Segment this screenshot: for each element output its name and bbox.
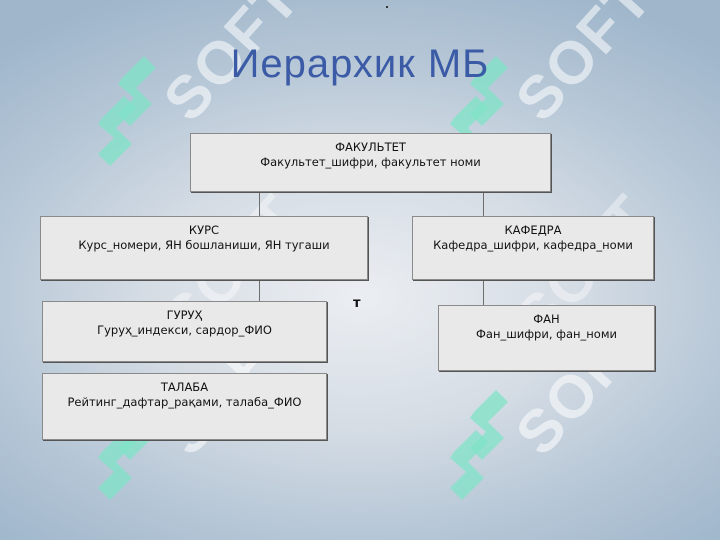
- node-faculty-name: ФАКУЛЬТЕТ: [335, 140, 406, 154]
- node-faculty-fields: Факультет_шифри, факультет номи: [260, 155, 481, 169]
- node-faculty: ФАКУЛЬТЕТ Факультет_шифри, факультет ном…: [190, 133, 551, 192]
- node-department-fields: Кафедра_шифри, кафедра_номи: [433, 238, 633, 252]
- node-subject-name: ФАН: [533, 312, 560, 326]
- node-course-name: КУРС: [188, 223, 220, 237]
- stray-marker: т: [353, 296, 361, 311]
- node-group-name: ГУРУҲ: [166, 308, 203, 322]
- node-subject: ФАН Фан_шифри, фан_номи: [438, 305, 655, 371]
- slide-dot: [386, 6, 388, 8]
- watermark: SOFT: [444, 298, 665, 532]
- node-student: ТАЛАБА Рейтинг_дафтар_рақами, талаба_ФИО: [42, 373, 327, 440]
- node-department-name: КАФЕДРА: [504, 223, 562, 237]
- connector-faculty-course: [259, 192, 260, 216]
- node-department: КАФЕДРА Кафедра_шифри, кафедра_номи: [412, 216, 654, 280]
- node-course-fields: Курс_номери, ЯН бошланиши, ЯН тугаши: [78, 238, 330, 252]
- slide-title: Иерархик МБ: [230, 42, 490, 86]
- node-subject-fields: Фан_шифри, фан_номи: [476, 327, 617, 341]
- node-student-fields: Рейтинг_дафтар_рақами, талаба_ФИО: [67, 395, 302, 409]
- connector-faculty-department: [483, 192, 484, 216]
- node-group: ГУРУҲ Гуруҳ_индекси, сардор_ФИО: [42, 301, 327, 362]
- node-student-name: ТАЛАБА: [160, 380, 209, 394]
- node-course: КУРС Курс_номери, ЯН бошланиши, ЯН тугаш…: [40, 216, 368, 280]
- connector-department-subject: [483, 280, 484, 305]
- watermark-logo-icon: [450, 390, 508, 500]
- connector-course-group: [259, 280, 260, 301]
- node-group-fields: Гуруҳ_индекси, сардор_ФИО: [97, 323, 272, 337]
